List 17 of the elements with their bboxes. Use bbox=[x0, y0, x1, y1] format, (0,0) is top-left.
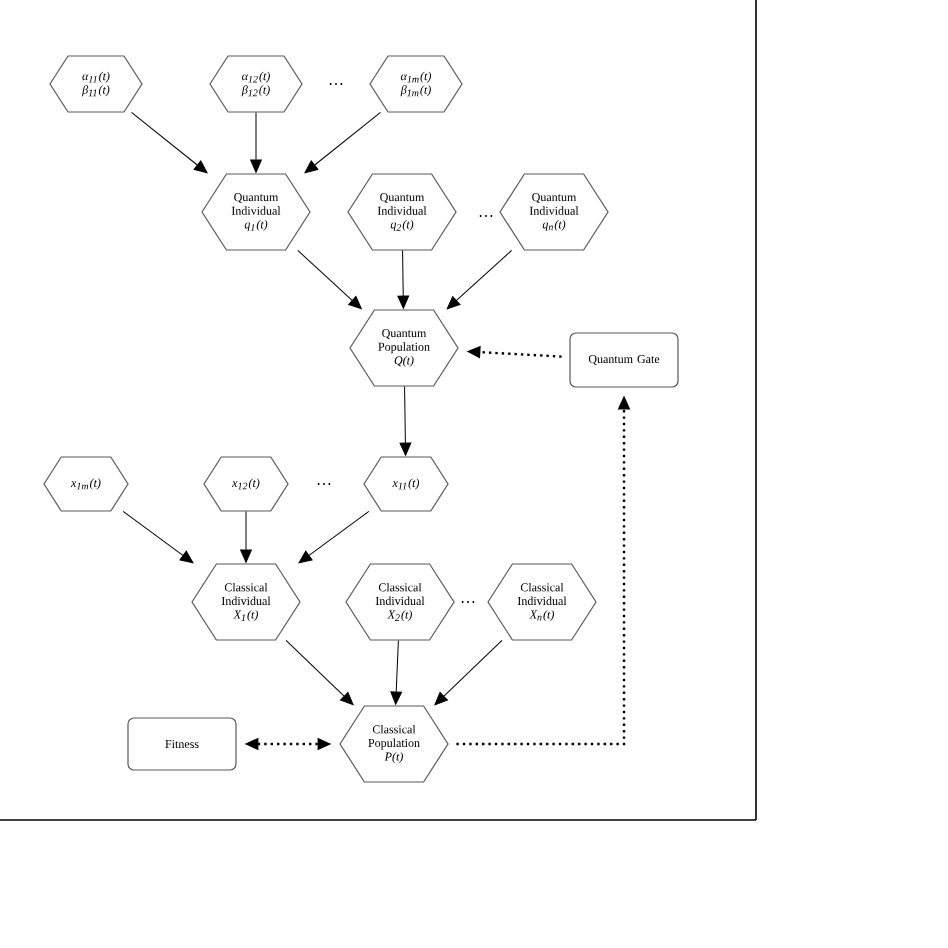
ellipsis: … bbox=[461, 601, 475, 603]
ellipsis: … bbox=[479, 215, 493, 217]
arrow bbox=[446, 249, 513, 310]
arrow bbox=[399, 385, 412, 456]
arrow bbox=[285, 639, 354, 706]
arrow bbox=[390, 639, 403, 705]
arrow bbox=[131, 111, 208, 174]
arrow bbox=[297, 249, 362, 310]
ellipsis: … bbox=[317, 483, 331, 485]
arrow bbox=[397, 249, 410, 309]
arrow bbox=[434, 639, 503, 706]
arrow bbox=[304, 111, 381, 174]
arrow bbox=[298, 510, 370, 564]
arrow bbox=[122, 510, 194, 564]
arrow bbox=[250, 111, 262, 173]
arrow bbox=[240, 510, 252, 563]
ellipsis: … bbox=[329, 83, 343, 85]
